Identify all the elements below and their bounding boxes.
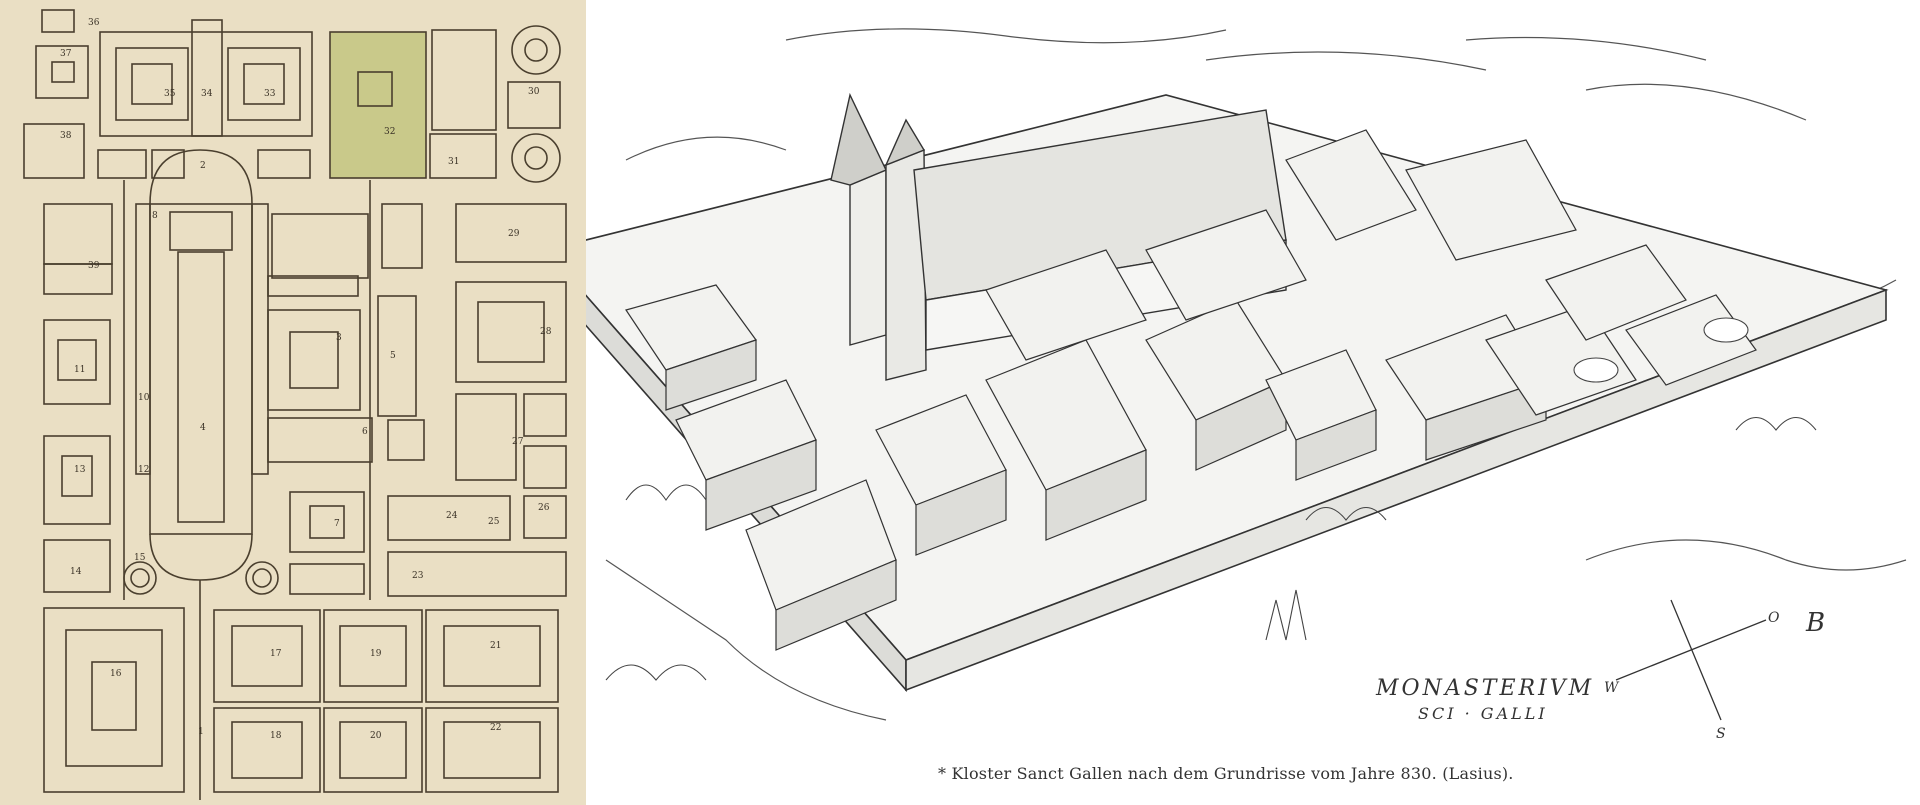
engraving-caption: * Kloster Sanct Gallen nach dem Grundris… [938,764,1514,783]
plan-label-12: 12 [138,465,149,475]
plan-label-4: 4 [200,423,206,433]
plan-label-24: 24 [446,511,458,521]
plan-building-29 [455,203,567,263]
plan-building-38 [23,123,85,179]
plan-label-7: 7 [334,519,340,529]
plan-drawing: 36 37 38 35 34 33 32 30 31 2 8 29 39 3 2… [23,9,567,800]
plan-building-7 [289,491,365,553]
compass-north-south [1670,599,1722,721]
round-building-2 [1703,317,1749,343]
plan-label-32: 32 [384,127,395,137]
plan-building-5 [377,295,417,417]
plan-label-3: 3 [336,333,342,343]
plan-west-apse [149,149,253,205]
plan-building-13 [43,435,111,525]
church-tower-left [849,168,887,346]
plan-building-17 [213,609,321,703]
plan-building-28 [455,281,567,383]
compass-west-east [1615,619,1767,681]
plan-building-36 [41,9,75,33]
plan-building-18 [213,707,321,793]
compass-south: S [1716,726,1726,742]
plan-label-18: 18 [270,731,282,741]
plan-building-22 [425,707,559,793]
plan-label-2-west: 2 [200,161,206,171]
plan-garden-32 [329,31,427,179]
inscription-sci-galli: SCI · GALLI [1418,704,1548,723]
plan-label-30: 30 [528,87,540,97]
compass-west: W [1604,680,1620,696]
plan-label-27: 27 [512,437,524,447]
plan-label-38: 38 [60,131,72,141]
monastic-buildings [625,129,1757,651]
monastery-floor-plan: 36 37 38 35 34 33 32 30 31 2 8 29 39 3 2… [0,0,586,805]
plan-label-1: 1 [198,727,204,737]
plan-label-35: 35 [164,89,176,99]
plan-building-24 [387,495,511,541]
plan-label-33: 33 [264,89,276,99]
plan-building-6 [267,417,373,463]
plan-label-39: 39 [88,261,100,271]
plan-label-14: 14 [70,567,82,577]
plan-building-37 [35,45,89,99]
plan-building-27 [455,393,517,481]
plan-label-17: 17 [270,649,282,659]
plan-label-20: 20 [370,731,382,741]
plan-building-20 [323,707,423,793]
plan-label-15: 15 [134,553,146,563]
plan-label-36: 36 [88,18,100,28]
plan-label-31: 31 [448,157,459,167]
plan-building-23 [387,551,567,597]
plan-label-25: 25 [488,517,500,527]
plan-label-29: 29 [508,229,520,239]
engraving-drawing: W O S [586,28,1907,742]
plan-label-26: 26 [538,503,550,513]
plan-label-11: 11 [74,365,85,375]
birdseye-engraving: W O S MONASTERIVM SCI · GALLI B * Kloste… [586,0,1920,805]
compass-east: O [1768,610,1780,626]
plan-spiral-right [245,561,279,595]
east-wall [905,288,1887,692]
plan-label-13: 13 [74,465,86,475]
plan-church-nave [149,203,253,535]
plan-round-building-mid [511,133,561,183]
plan-building-14 [43,539,111,593]
plan-label-10: 10 [138,393,150,403]
inscription-monasterium: MONASTERIVM [1376,676,1595,701]
trees [605,416,1817,681]
plan-building-11 [43,319,111,405]
plan-building-26 [523,495,567,539]
plan-label-19: 19 [370,649,382,659]
plan-label-5: 5 [390,351,396,361]
plan-round-building-top [511,25,561,75]
round-building-1 [1573,357,1619,383]
plan-label-37: 37 [60,49,72,59]
plan-label-6: 6 [362,427,368,437]
plan-label-16: 16 [110,669,122,679]
plan-label-21: 21 [490,641,501,651]
plan-label-23: 23 [412,571,424,581]
plan-building-21 [425,609,559,703]
plan-label-34: 34 [201,89,213,99]
plan-spiral-left [123,561,157,595]
plan-beds [431,29,497,131]
plan-building-19 [323,609,423,703]
corner-letter: B [1806,608,1826,638]
plan-cloister-3 [267,309,361,411]
plan-label-28: 28 [540,327,552,337]
compass-rose: W O S [1604,599,1780,742]
plan-east-apse [149,533,253,581]
plan-label-8: 8 [152,211,158,221]
plan-label-22: 22 [490,723,501,733]
plan-building-16 [43,607,185,793]
